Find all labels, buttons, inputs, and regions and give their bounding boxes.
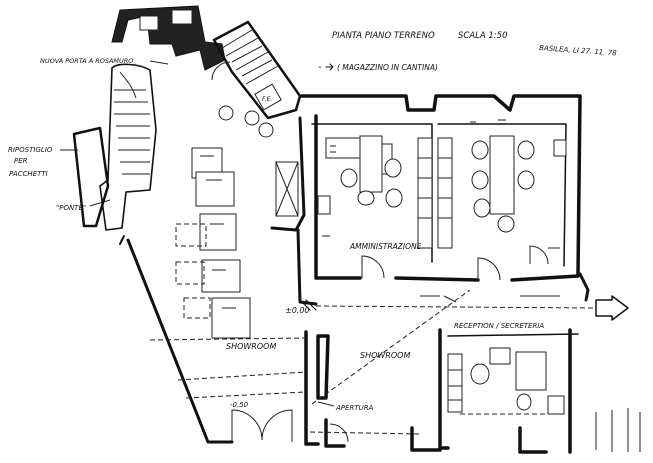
label-cellar-warehouse: ( MAGAZZINO IN CANTINA) — [337, 63, 438, 72]
corridor: ±0.00 — [285, 272, 629, 405]
small-showroom: SHOWROOM APERTURA — [304, 330, 442, 452]
leader-line-bridge — [89, 199, 111, 207]
svg-text:F.E.: F.E. — [262, 96, 272, 103]
label-level-mark: - — [318, 62, 322, 73]
plan-title: PIANTA PIANO TERRENO — [332, 31, 435, 41]
reception-room: RECEPTION / SECRETERIA — [438, 322, 641, 454]
entrance-arrow-icon — [595, 295, 629, 321]
label-new-door: NUOVA PORTA A ROSAMURO — [40, 57, 133, 65]
label-storage-for: PER — [14, 157, 28, 165]
label-reception: RECEPTION / SECRETERIA — [454, 322, 544, 330]
arrow-icon — [325, 63, 334, 71]
entry-stair-area: F.E. — [211, 20, 302, 138]
label-level-zero: ±0.00 — [285, 306, 310, 315]
signature-date: BASILEA, LI 27. 11. 78 — [539, 44, 618, 57]
label-level-minus: -0.50 — [230, 401, 249, 409]
administration-room: AMMINISTRAZIONE — [300, 94, 582, 282]
plan-scale: SCALA 1:50 — [458, 31, 508, 41]
large-showroom: SHOWROOM -0.50 — [119, 116, 318, 444]
label-opening: APERTURA — [335, 404, 374, 412]
label-storage-room: RIPOSTIGLIO — [8, 146, 53, 154]
stair-block — [72, 5, 226, 231]
label-bridge: "PONTE" — [56, 204, 86, 212]
label-storage-parcels: PACCHETTI — [9, 170, 48, 178]
leader-line-new-door — [149, 60, 169, 65]
label-showroom-small: SHOWROOM — [360, 351, 410, 360]
label-showroom-large: SHOWROOM — [226, 342, 276, 351]
label-administration: AMMINISTRAZIONE — [349, 242, 422, 251]
